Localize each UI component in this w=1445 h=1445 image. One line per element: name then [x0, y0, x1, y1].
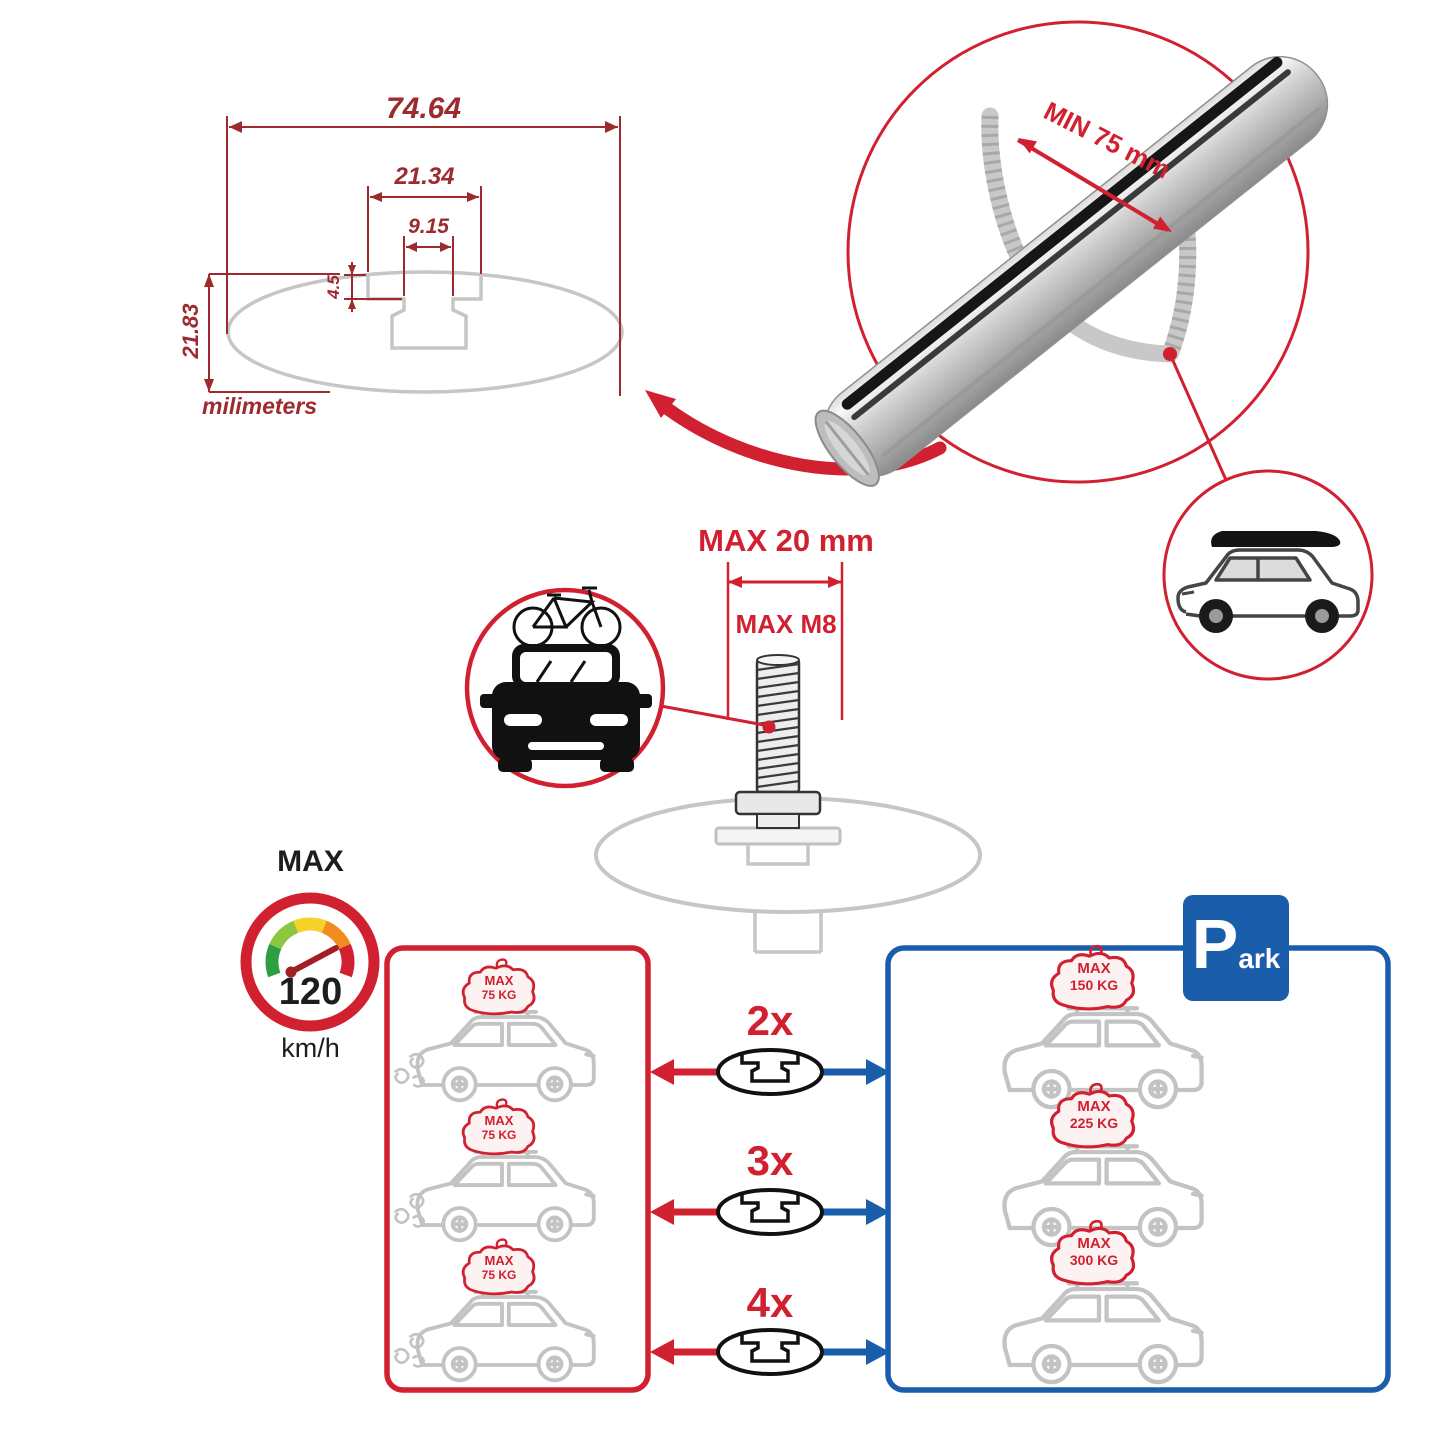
roof-box — [1211, 531, 1341, 547]
cargo-label: MAX 75 KG — [460, 973, 538, 1003]
unit-label: milimeters — [202, 393, 318, 419]
cargo-weight: 150 KG — [1069, 977, 1119, 994]
parking-panel-box — [885, 945, 1391, 1393]
gauge-needle — [288, 945, 339, 975]
park-sign-rest: ark — [1238, 943, 1281, 974]
bolt-callout-dot — [762, 720, 776, 734]
cargo-label: MAX 75 KG — [460, 1113, 538, 1143]
cargo-weight: 75 KG — [481, 987, 517, 1002]
profile-t-slot — [366, 275, 483, 350]
speed-unit: km/h — [281, 1033, 340, 1063]
bolt-length-label: MAX 20 mm — [698, 523, 874, 558]
park-sign-letter: P — [1191, 905, 1239, 983]
mounting-bolt — [734, 654, 822, 829]
dim-total-height: 21.83 — [178, 303, 203, 359]
rubber-strip — [841, 56, 1283, 410]
callout-line — [1168, 353, 1228, 481]
dim-outer-slot-width: 21.34 — [394, 163, 455, 190]
cargo-weight: 225 KG — [1069, 1115, 1119, 1132]
cargo-max: MAX — [484, 1113, 514, 1128]
cargo-label: MAX 75 KG — [460, 1253, 538, 1283]
bike-car-circle — [464, 586, 666, 789]
cargo-max: MAX — [484, 1253, 514, 1268]
dim-total-width: 74.64 — [385, 92, 462, 125]
driving-cars — [394, 958, 596, 1383]
cargo-max: MAX — [1077, 960, 1111, 977]
bolt-detail-section — [464, 562, 982, 954]
speed-max-label: MAX — [277, 845, 344, 878]
driving-panel-box — [384, 945, 651, 1393]
cargo-weight: 300 KG — [1069, 1252, 1119, 1269]
cargo-label: MAX 225 KG — [1048, 1098, 1140, 1131]
dim-slot-depth: 4.5 — [324, 275, 343, 299]
cargo-max: MAX — [1077, 1235, 1111, 1252]
crossbar-photo-circle — [814, 20, 1329, 487]
bolt-dimension — [726, 562, 844, 720]
bolt-callout-line — [660, 704, 765, 727]
car-front-icon — [480, 644, 652, 772]
cargo-weight: 75 KG — [481, 1267, 517, 1282]
crossbar — [814, 55, 1329, 487]
parking-cars — [1004, 944, 1201, 1382]
dimension-lines — [208, 116, 621, 396]
cargo-label: MAX 150 KG — [1048, 960, 1140, 993]
suv-roofbox-circle — [1162, 469, 1374, 681]
min-span-arrow — [1016, 138, 1172, 232]
dim-inner-slot-width: 9.15 — [408, 215, 449, 238]
cargo-max: MAX — [1077, 1098, 1111, 1115]
cargo-weight: 75 KG — [481, 1127, 517, 1142]
bolt-thread-label: MAX M8 — [735, 609, 837, 639]
cargo-label: MAX 300 KG — [1048, 1235, 1140, 1268]
dimension-arrowheads — [204, 121, 618, 392]
speed-value: 120 — [278, 971, 343, 1013]
cargo-max: MAX — [484, 973, 514, 988]
suv-with-roofbox — [1176, 531, 1360, 633]
profile-outline — [226, 270, 624, 394]
bolt-flange — [734, 790, 822, 816]
ghost-stem — [753, 910, 823, 954]
profile-cross-section-drawing — [204, 116, 624, 396]
bar-count-3x: 3x — [746, 1137, 794, 1184]
bolt-threads — [756, 662, 800, 789]
bar-count-4x: 4x — [746, 1279, 794, 1326]
speedometer-icon — [240, 892, 380, 1032]
bar-count-2x: 2x — [746, 997, 794, 1044]
